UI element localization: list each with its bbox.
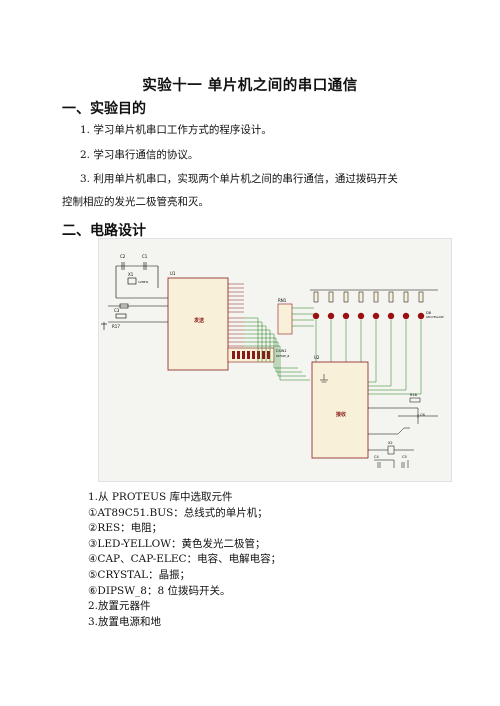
objective-item-2: 2. 学习串行通信的协议。 — [80, 149, 199, 161]
section-heading-objectives: 一、实验目的 — [62, 101, 146, 117]
list-item: 1.从 PROTEUS 库中选取元件 — [88, 491, 233, 503]
label-c4: C4 — [374, 455, 379, 459]
page-title: 实验十一 单片机之间的串口通信 — [142, 78, 358, 94]
list-item: 2.放置元器件 — [88, 600, 151, 613]
chip-u1 — [167, 277, 229, 371]
list-item: ②RES：电阻； — [88, 522, 163, 535]
label-u2-name: 接收 — [335, 411, 346, 418]
label-rn1: RN1 — [278, 298, 287, 303]
label-c2: C2 — [120, 254, 126, 259]
label-c3: C3 — [114, 308, 120, 313]
objective-item-3-cont: 控制相应的发光二极管亮和灭。 — [62, 196, 209, 208]
label-r18: R18 — [410, 393, 417, 397]
objective-item-1: 1. 学习单片机串口工作方式的程序设计。 — [80, 124, 272, 136]
label-u1-name: 发送 — [193, 317, 205, 324]
list-item: ④CAP、CAP-ELEC：电容、电解电容； — [88, 553, 282, 566]
label-dsw1: DSW1 — [276, 349, 287, 353]
list-item: 3.放置电源和地 — [88, 615, 162, 628]
label-c6: C6 — [420, 413, 425, 417]
list-item: ⑤CRYSTAL：晶振； — [88, 568, 191, 581]
list-item: ⑥DIPSW_8：8 位拨码开关。 — [88, 584, 231, 597]
circuit-schematic: C2 C1 X1 12MHz C3 R17 U1 发送 RN1 DSW1 DIP… — [98, 238, 452, 482]
label-x1: X1 — [128, 272, 134, 277]
chip-u2 — [311, 361, 369, 459]
objective-item-3: 3. 利用单片机串口，实现两个单片机之间的串行通信，通过拨码开关 — [80, 173, 398, 185]
list-item: ①AT89C51.BUS：总线式的单片机； — [88, 506, 268, 519]
label-c5: C5 — [402, 455, 407, 459]
section-heading-circuit: 二、电路设计 — [62, 223, 146, 239]
label-u2: U2 — [314, 355, 320, 360]
label-dsw-name: DIPSW_8 — [276, 354, 289, 358]
label-x1-val: 12MHz — [138, 280, 149, 284]
label-x2: X2 — [388, 441, 393, 445]
label-d8: D8 — [426, 311, 431, 315]
label-led-type: LED-YELLOW — [426, 315, 444, 319]
label-r17: R17 — [112, 324, 120, 329]
procedure-list: 1.从 PROTEUS 库中选取元件 ①AT89C51.BUS：总线式的单片机；… — [88, 490, 281, 630]
label-c1: C1 — [142, 254, 148, 259]
label-u1: U1 — [170, 271, 176, 276]
resistor-network-rn1 — [277, 303, 293, 335]
list-item: ③LED-YELLOW：黄色发光二极管； — [88, 537, 266, 550]
